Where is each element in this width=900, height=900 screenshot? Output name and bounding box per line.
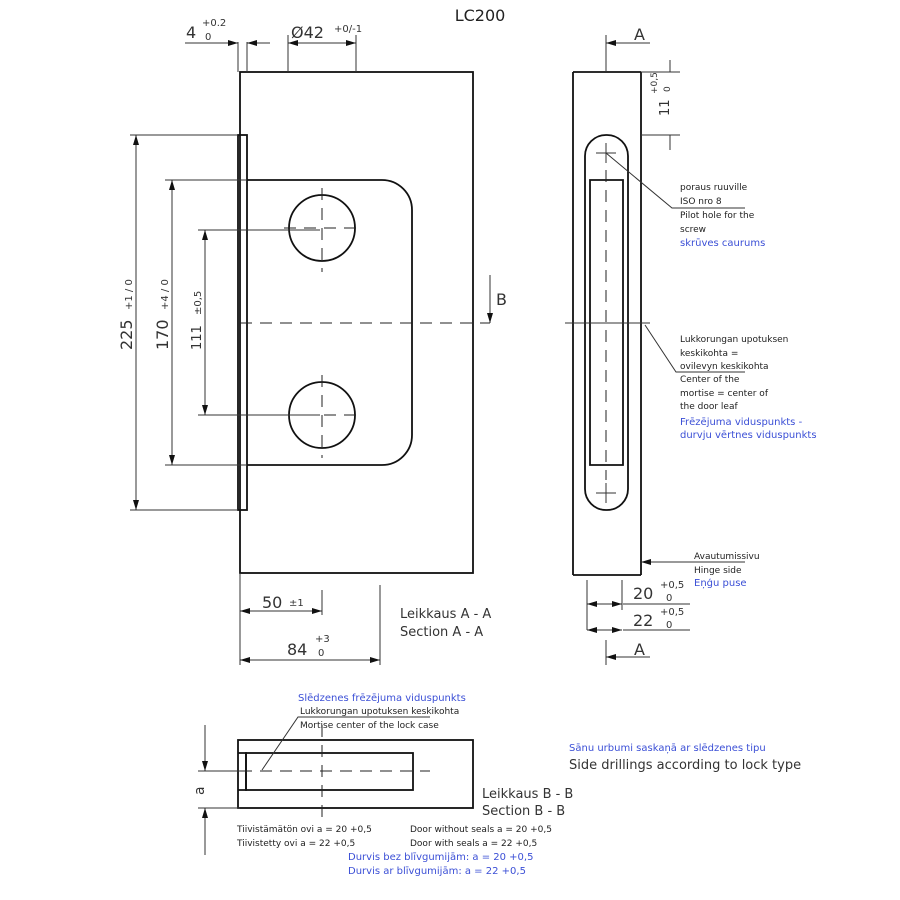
drawing-line	[239, 573, 381, 665]
section-b-section-label-fi: Leikkaus B - B	[482, 787, 573, 802]
side-view-dim-20-tol-upper: +0,5	[660, 580, 684, 591]
side-view-pilot-hole-lv: skrūves caurums	[680, 238, 765, 249]
drawing-line	[641, 60, 680, 150]
side-view-pilot-hole-2: Pilot hole for the	[680, 211, 755, 221]
drawing-line	[261, 716, 430, 771]
drawing-line	[130, 134, 320, 511]
section-b-notes-0: Tiivistämätön ovi a = 20 +0,5	[236, 825, 372, 835]
door-edge-outline	[239, 71, 474, 574]
section-b-side-drillings-lv: Sānu urbumi saskaņā ar slēdzenes tipu	[569, 743, 766, 754]
drawing-title: LC200	[455, 6, 506, 25]
front-view-dim-50-value: 50	[262, 593, 282, 612]
side-view-mortise-center-4: mortise = center of	[680, 389, 769, 399]
front-view-dim-225-tol: +1 / 0	[124, 279, 135, 310]
side-view-mortise-center-3: Center of the	[680, 375, 740, 385]
section-b-section-label-en: Section B - B	[482, 804, 565, 819]
side-view: A A 11 +0,5 0 poraus ruuville ISO nro 8 …	[565, 25, 817, 665]
drawing-line	[644, 324, 745, 373]
front-view-dim-50-tol: ±1	[289, 598, 304, 609]
section-b-notes-2: Tiivistetty ovi a = 22 +0,5	[236, 839, 355, 849]
front-view-dim-4-tol-upper: +0.2	[202, 18, 226, 29]
front-view: B 4 +0.2 0 Ø42 +0/-1 225 +1 / 0 170 +4 /…	[117, 18, 507, 665]
front-view-dim-170-value: 170	[153, 319, 172, 350]
drawing-line	[605, 152, 745, 209]
drawing-line	[589, 179, 624, 466]
section-b-notes-3: Door with seals a = 22 +0,5	[410, 839, 537, 849]
side-view-dim-22-tol-upper: +0,5	[660, 607, 684, 618]
side-view-mortise-center-lv-0: Frēzējuma viduspunkts -	[680, 417, 803, 428]
side-view-hinge-side-lv: Eņģu puse	[694, 578, 747, 589]
side-view-dim-20-tol-lower: 0	[666, 593, 672, 604]
section-a-label-en: Section A - A	[400, 625, 483, 640]
side-view-pilot-hole-1: ISO nro 8	[680, 197, 722, 207]
drawing-line	[565, 143, 650, 503]
side-view-mortise-center-0: Lukkorungan upotuksen	[680, 335, 788, 345]
side-view-mortise-center-1: keskikohta =	[680, 349, 738, 359]
front-view-dim-225-value: 225	[117, 319, 136, 350]
section-a-marker-bottom: A	[634, 640, 645, 659]
drawing-line	[237, 35, 357, 72]
side-view-dim-22-value: 22	[633, 611, 653, 630]
side-view-dim-11-tol-upper: +0,5	[650, 72, 660, 94]
section-b-side-drillings: Side drillings according to lock type	[569, 758, 801, 773]
front-view-dim-4-value: 4	[186, 23, 196, 42]
front-view-dim-170-tol: +4 / 0	[160, 279, 171, 310]
section-b-view: a Slēdzenes frēzējuma viduspunkts Lukkor…	[192, 693, 801, 877]
side-view-mortise-center-5: the door leaf	[680, 402, 738, 412]
side-view-pilot-hole-0: poraus ruuville	[680, 183, 748, 193]
side-view-pilot-hole-3: screw	[680, 225, 706, 235]
front-view-dim-84-tol-lower: 0	[318, 648, 324, 659]
drawing-line	[240, 188, 490, 458]
section-b-lock-center-0: Lukkorungan upotuksen keskikohta	[300, 707, 459, 717]
side-view-mortise-center-lv-1: durvju vērtnes viduspunkts	[680, 430, 817, 441]
side-view-dim-11-value: 11	[658, 99, 673, 116]
front-view-dim-42-value: Ø42	[291, 23, 324, 42]
front-view-dim-84-value: 84	[287, 640, 307, 659]
section-b-lock-center-lv: Slēdzenes frēzējuma viduspunkts	[298, 693, 466, 704]
section-b-notes-lv-0: Durvis bez blīvgumijām: a = 20 +0,5	[348, 852, 533, 863]
side-view-dim-11-tol-lower: 0	[663, 86, 673, 92]
side-view-dim-20-value: 20	[633, 584, 653, 603]
section-b-notes-1: Door without seals a = 20 +0,5	[410, 825, 552, 835]
section-a-label-fi: Leikkaus A - A	[400, 607, 491, 622]
section-b-lock-center-1: Mortise center of the lock case	[300, 721, 439, 731]
side-view-dim-22-tol-lower: 0	[666, 620, 672, 631]
side-view-hinge-side-0: Avautumissivu	[694, 552, 760, 562]
front-view-dim-42-tol: +0/-1	[334, 24, 362, 35]
side-view-mortise-center-2: ovilevyn keskikohta	[680, 362, 769, 372]
front-view-dim-111-value: 111	[190, 325, 205, 350]
section-b-marker: B	[496, 290, 507, 309]
drawing-line	[237, 739, 474, 809]
section-b-notes-lv-1: Durvis ar blīvgumijām: a = 22 +0,5	[348, 866, 526, 877]
drawing-line	[220, 725, 430, 825]
side-view-hinge-side-1: Hinge side	[694, 566, 742, 576]
section-b-dim-a: a	[192, 786, 208, 795]
section-a-marker-top: A	[634, 25, 645, 44]
front-view-dim-84-tol-upper: +3	[315, 634, 330, 645]
front-view-dim-4-tol-lower: 0	[205, 32, 211, 43]
front-view-dim-111-tol: ±0,5	[193, 291, 204, 315]
